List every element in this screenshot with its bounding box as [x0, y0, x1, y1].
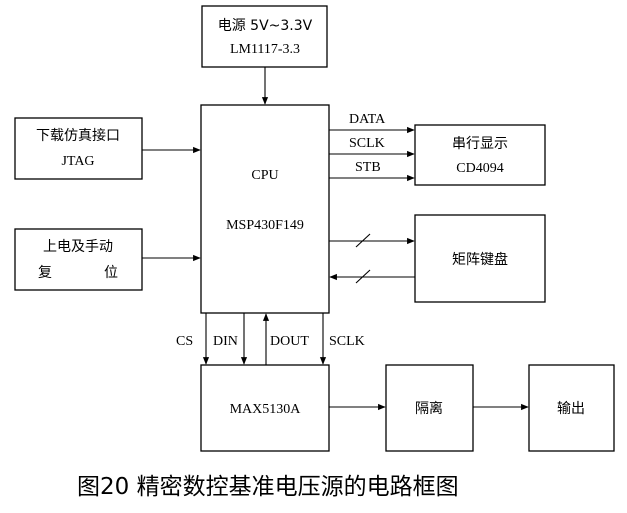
isolation-block: 隔离	[385, 364, 474, 452]
cpu-block: CPU MSP430F149	[200, 104, 330, 314]
isolation-label: 隔离	[415, 400, 443, 417]
power-supply-part: LM1117-3.3	[230, 42, 300, 57]
display-part: CD4094	[456, 161, 503, 176]
keyboard-label: 矩阵键盘	[452, 251, 508, 268]
cs-signal-label: CS	[176, 334, 193, 349]
reset-label-char-2: 位	[104, 265, 118, 281]
bus-slash-mark	[355, 269, 371, 284]
jtag-part: JTAG	[61, 154, 94, 169]
keyboard-block: 矩阵键盘	[414, 214, 546, 303]
data-signal-label: DATA	[349, 112, 386, 127]
figure-caption: 图20 精密数控基准电压源的电路框图	[77, 474, 459, 500]
cpu-label: CPU	[251, 168, 278, 183]
bus-slash-mark	[355, 233, 371, 248]
sclk-signal-label: SCLK	[349, 136, 385, 151]
jtag-block: 下载仿真接口 JTAG	[14, 117, 143, 180]
jtag-label: 下载仿真接口	[36, 127, 120, 144]
reset-label-char-1: 复	[38, 264, 52, 281]
power-supply-label: 电源 5V~3.3V	[218, 18, 313, 34]
dac-block: MAX5130A	[200, 364, 330, 452]
sclk-bottom-signal-label: SCLK	[329, 334, 365, 349]
display-block: 串行显示 CD4094	[414, 124, 546, 186]
output-block: 输出	[528, 364, 615, 452]
display-label: 串行显示	[452, 136, 508, 152]
stb-signal-label: STB	[355, 160, 381, 175]
reset-block: 上电及手动 复 位	[14, 228, 143, 291]
reset-label: 上电及手动	[43, 239, 113, 255]
dac-part: MAX5130A	[230, 402, 302, 417]
dout-signal-label: DOUT	[270, 334, 309, 349]
power-supply-block: 电源 5V~3.3V LM1117-3.3	[201, 5, 328, 68]
cpu-part: MSP430F149	[226, 218, 304, 233]
output-label: 输出	[557, 401, 585, 417]
din-signal-label: DIN	[213, 334, 238, 349]
